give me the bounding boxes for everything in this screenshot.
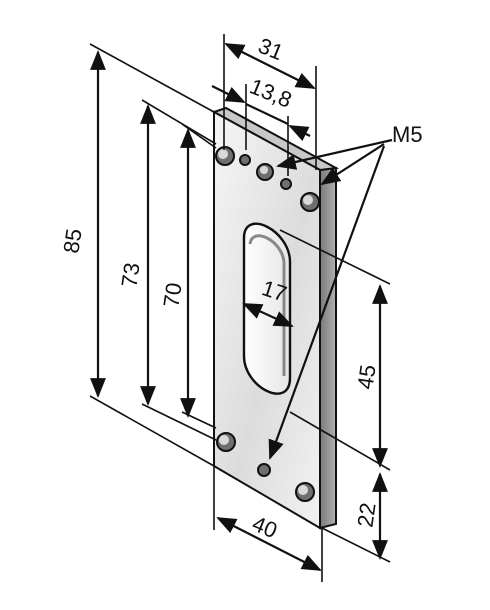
dim-hole-spacing-outer: 73 <box>116 261 144 289</box>
hole-top-left-inner <box>218 149 228 159</box>
thread-callout: M5 <box>392 122 423 147</box>
thread-leaders <box>268 138 393 460</box>
hole-small-3 <box>280 178 292 190</box>
dimension-lines <box>90 43 388 571</box>
dim-hole-spacing-inner: 70 <box>158 281 186 309</box>
hole-bottom-left-inner <box>219 435 229 445</box>
hole-small-2-inner <box>260 166 268 174</box>
holes <box>215 146 320 502</box>
extension-lines <box>89 34 391 582</box>
dim-slot-length: 45 <box>352 363 380 391</box>
hole-top-right-inner <box>303 195 313 205</box>
dim-plate-width: 40 <box>249 511 281 543</box>
dim-bottom-offset: 22 <box>352 501 380 529</box>
hole-small-1 <box>239 154 251 166</box>
hole-bottom-mid <box>257 463 271 477</box>
hole-bottom-right-inner <box>298 485 308 495</box>
plate-side-edge <box>319 166 337 530</box>
dim-overall-height: 85 <box>58 227 86 255</box>
slot-inner-shadow <box>248 234 286 376</box>
